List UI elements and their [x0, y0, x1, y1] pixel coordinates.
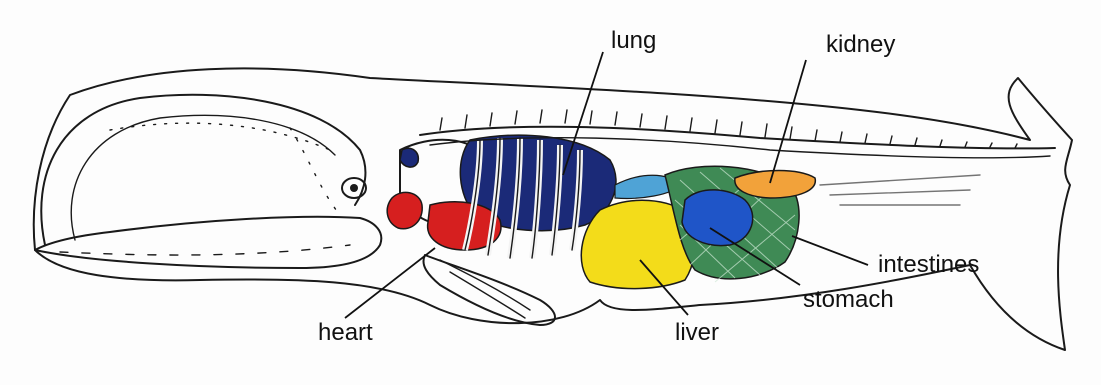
- kidney: [735, 171, 816, 199]
- heart: [387, 192, 422, 228]
- heart-leader: [345, 248, 435, 318]
- stomach: [682, 190, 753, 246]
- label-heart: heart: [318, 319, 373, 346]
- label-lung: lung: [611, 27, 656, 54]
- baleen-dots-2: [290, 128, 340, 215]
- label-kidney: kidney: [826, 31, 895, 58]
- lower-jaw: [35, 217, 381, 268]
- lower-jaw-dash: [60, 245, 350, 255]
- kidney-leader: [770, 60, 806, 183]
- pupil: [350, 184, 358, 192]
- tail-streaks: [820, 175, 980, 205]
- label-intestines: intestines: [878, 251, 979, 278]
- flipper: [423, 255, 555, 325]
- label-liver: liver: [675, 319, 719, 346]
- label-stomach: stomach: [803, 286, 894, 313]
- lung-small: [400, 148, 418, 167]
- baleen-dots: [110, 123, 330, 150]
- intestines-leader: [792, 236, 868, 265]
